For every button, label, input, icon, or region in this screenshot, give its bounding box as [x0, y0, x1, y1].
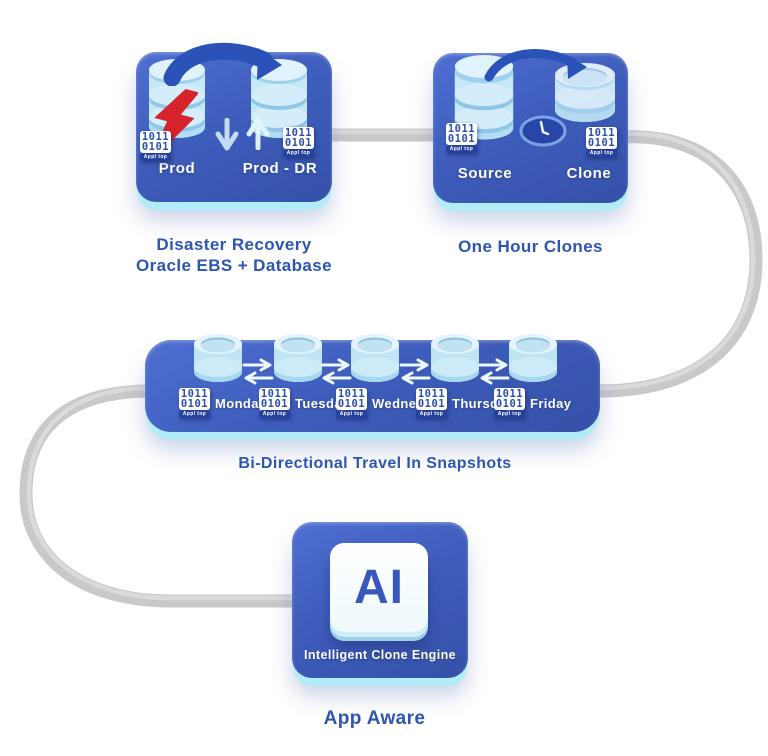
bidirectional-arrows-icon [399, 358, 431, 385]
prod-label: Prod [158, 160, 196, 177]
ai-subtitle: Intelligent Clone Engine [304, 648, 456, 662]
snapshot-bar-caption: Bi-Directional Travel In Snapshots [238, 455, 512, 472]
clone-database-icon [555, 63, 615, 122]
appl-top-strip: Appl top [446, 146, 477, 153]
bidirectional-arrows-icon [478, 358, 510, 385]
appl-top-strip: Appl top [416, 411, 447, 418]
snapshot-bar-panel: 1011 0101 Appl top Monday [145, 334, 600, 432]
source-label: Source [457, 165, 513, 182]
binary-badge: 1011 0101 Appl top [140, 131, 171, 161]
prod-dr-database-icon [251, 59, 307, 138]
bidirectional-arrows-icon [242, 358, 274, 385]
appl-top-strip: Appl top [283, 150, 314, 157]
ai-logo-text: AI [354, 561, 404, 614]
day-label-friday: Friday [530, 395, 572, 411]
appl-top-strip: Appl top [259, 411, 290, 418]
binary-code: 1011 0101 [416, 388, 447, 410]
binary-badge: 1011 0101 Appl top [416, 388, 447, 418]
ai-logo-chip: AI [330, 543, 428, 632]
disaster-recovery-caption: Disaster Recovery Oracle EBS + Database [64, 234, 404, 276]
binary-code: 1011 0101 [179, 388, 210, 410]
binary-badge: 1011 0101 Appl top [586, 127, 617, 157]
appl-top-strip: Appl top [179, 411, 210, 418]
one-hour-clones-caption: One Hour Clones [458, 237, 603, 256]
ai-engine-panel: AI Intelligent Clone Engine [292, 522, 468, 678]
caption-line-1: Disaster Recovery [156, 235, 312, 254]
binary-code: 1011 0101 [446, 123, 477, 145]
day-label-monday: Monday [215, 395, 267, 411]
binary-badge: 1011 0101 Appl top [336, 388, 367, 418]
binary-code: 1011 0101 [283, 127, 314, 149]
one-hour-clones-panel: 1011 0101 Appl top 1011 0101 Appl top So… [433, 49, 628, 203]
snapshot-cylinder-icon [194, 334, 242, 382]
binary-badge: 1011 0101 Appl top [179, 388, 210, 418]
snapshot-cylinder-icon [509, 334, 557, 382]
prod-dr-label: Prod - DR [242, 160, 318, 177]
binary-code: 1011 0101 [140, 131, 171, 153]
appl-top-strip: Appl top [586, 150, 617, 157]
snapshot-cylinder-icon [351, 334, 399, 382]
appl-top-strip: Appl top [140, 154, 171, 161]
binary-badge: 1011 0101 Appl top [494, 388, 525, 418]
caption-line-2: Oracle EBS + Database [136, 256, 332, 275]
snapshot-cylinder-icon [431, 334, 479, 382]
binary-badge: 1011 0101 Appl top [259, 388, 290, 418]
binary-code: 1011 0101 [259, 388, 290, 410]
bidirectional-arrows-icon [320, 358, 352, 385]
snapshot-cylinder-icon [274, 334, 322, 382]
failover-curved-arrow-icon [163, 42, 282, 86]
disaster-recovery-panel: 1011 0101 Appl top 1011 0101 Appl top Pr… [136, 42, 332, 202]
clone-curved-arrow-icon [484, 49, 587, 82]
appl-top-strip: Appl top [494, 411, 525, 418]
down-arrow-icon [215, 118, 239, 151]
binary-badge: 1011 0101 Appl top [283, 127, 314, 157]
appl-top-strip: Appl top [336, 411, 367, 418]
binary-code: 1011 0101 [494, 388, 525, 410]
one-hour-clock-icon [519, 115, 567, 147]
clone-label: Clone [566, 165, 612, 182]
app-aware-caption: App Aware [323, 708, 426, 729]
binary-code: 1011 0101 [586, 127, 617, 149]
day-label-tuesday: Tuesday [295, 395, 350, 411]
binary-code: 1011 0101 [336, 388, 367, 410]
up-arrow-icon [246, 117, 270, 150]
binary-badge: 1011 0101 Appl top [446, 123, 477, 153]
